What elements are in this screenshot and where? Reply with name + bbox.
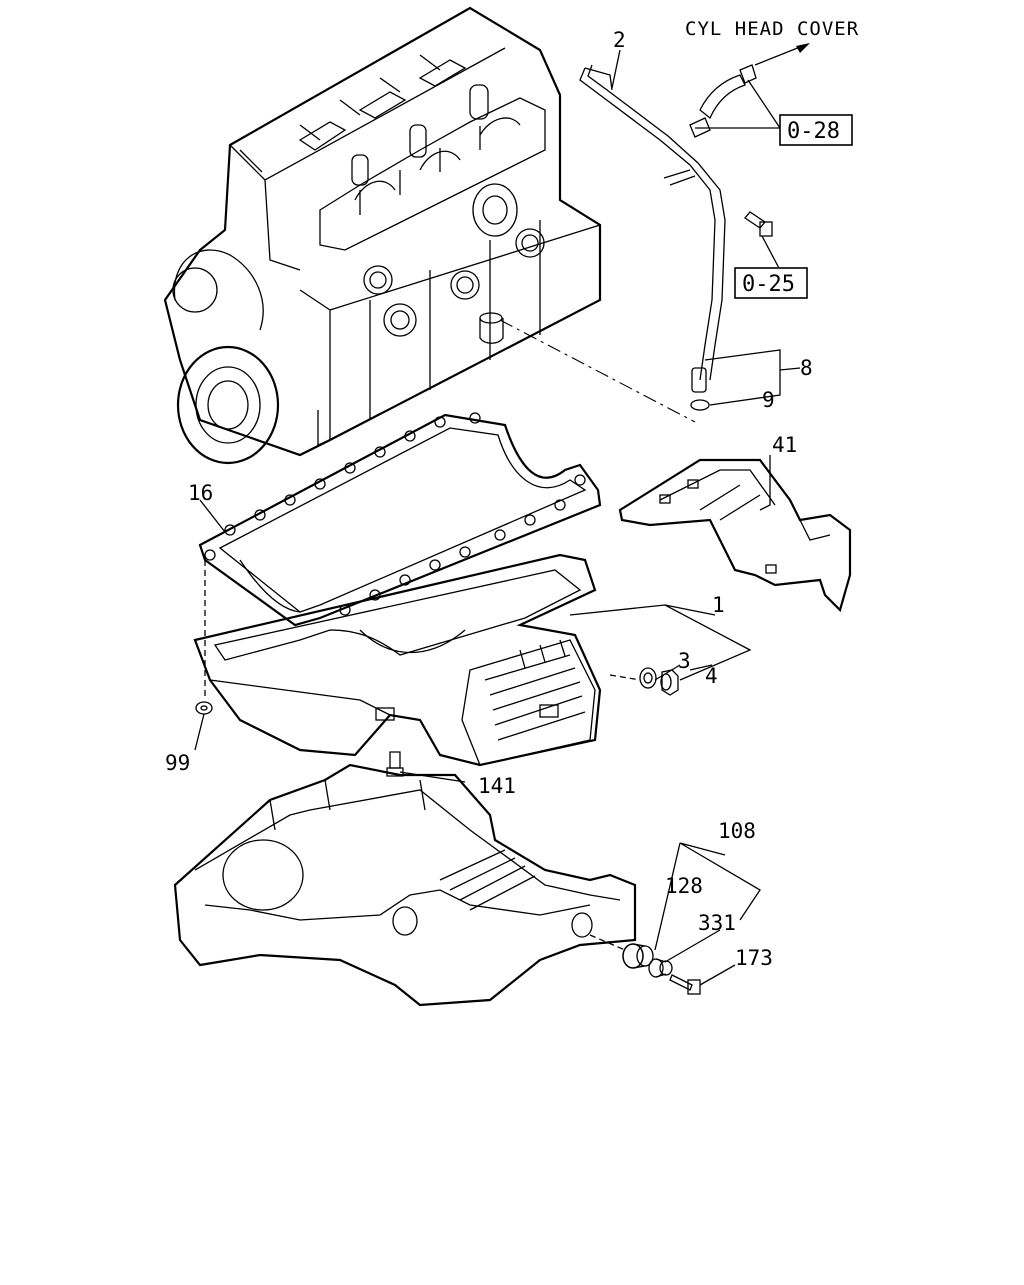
label-9: 9 xyxy=(762,388,775,412)
lower-pan xyxy=(173,763,637,1007)
dipstick-alignment-line xyxy=(499,319,696,423)
label-8: 8 xyxy=(800,356,813,380)
label-16: 16 xyxy=(188,481,213,505)
ref-box-0-25: 0-25 xyxy=(734,267,808,299)
title-cyl-head-cover: CYL HEAD COVER xyxy=(685,18,859,40)
bracket-41 xyxy=(618,458,852,613)
bolt-0-25 xyxy=(744,211,773,237)
bushing-331 xyxy=(648,958,673,978)
label-4: 4 xyxy=(705,664,718,688)
label-3: 3 xyxy=(678,649,691,673)
washer-99 xyxy=(195,701,213,715)
label-331: 331 xyxy=(698,911,736,935)
label-128: 128 xyxy=(665,874,703,898)
drain-plug xyxy=(639,667,679,696)
label-1: 1 xyxy=(712,593,725,617)
label-141: 141 xyxy=(478,774,516,798)
oil-pan-gasket xyxy=(198,412,602,627)
ref-label-0-25: 0-25 xyxy=(742,272,795,297)
oil-pan xyxy=(193,553,641,767)
label-41: 41 xyxy=(772,433,797,457)
ref-box-0-28: 0-28 xyxy=(779,114,853,146)
label-2: 2 xyxy=(613,28,626,52)
breather-hose xyxy=(689,64,757,138)
bushing-128 xyxy=(622,943,654,969)
label-173: 173 xyxy=(735,946,773,970)
ref-label-0-28: 0-28 xyxy=(787,119,840,144)
label-108: 108 xyxy=(718,819,756,843)
engine-block xyxy=(163,6,602,465)
bolt-173 xyxy=(669,974,701,995)
dipstick-tube xyxy=(579,64,726,411)
leader-lines xyxy=(194,43,810,986)
label-99: 99 xyxy=(165,751,190,775)
